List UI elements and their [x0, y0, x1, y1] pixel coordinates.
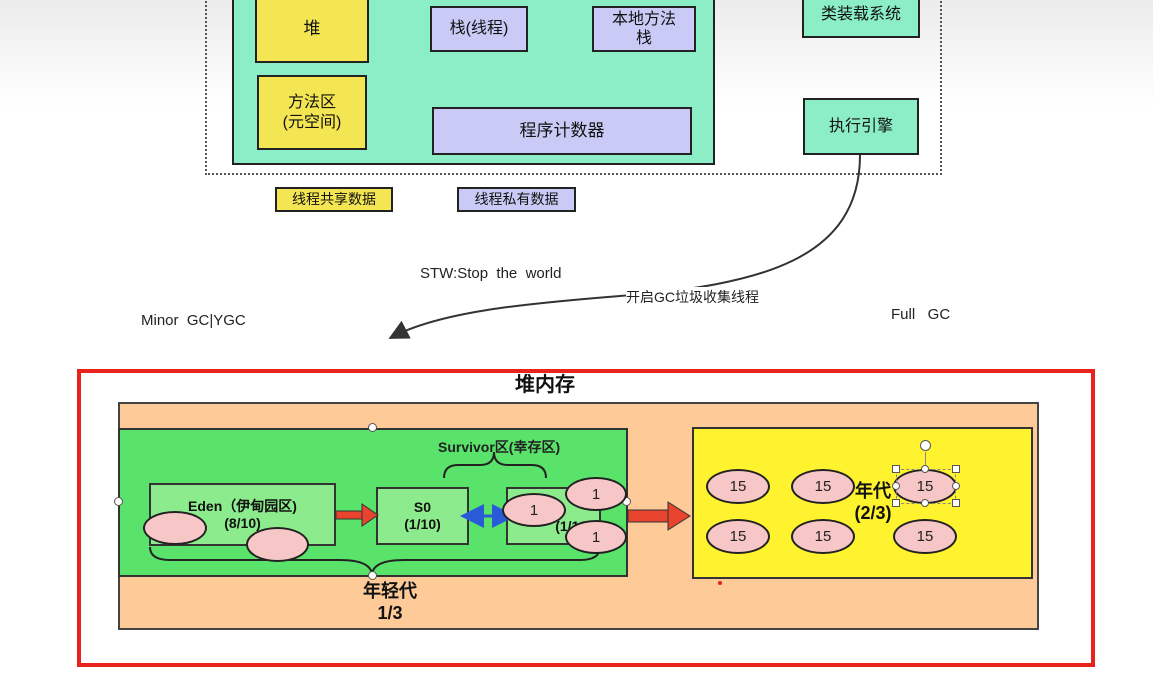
old-object-ellipse[interactable]: 15: [791, 469, 855, 504]
old-object-ellipse[interactable]: 15: [706, 519, 770, 554]
survivor-object-ellipse[interactable]: 1: [565, 477, 627, 511]
old-gen-area: [692, 427, 1033, 579]
ellipse-age-label: 15: [814, 528, 832, 545]
survivor-object-ellipse[interactable]: 1: [502, 493, 566, 527]
class-loader-label: 类装载系统: [820, 6, 901, 24]
method-area-label: 方法区 (元空间): [282, 94, 342, 131]
resize-handle-s[interactable]: [921, 499, 929, 507]
ellipse-age-label: 15: [729, 478, 747, 495]
s0-box: S0 (1/10): [376, 487, 469, 545]
eden-object-ellipse[interactable]: [246, 527, 309, 562]
heap-title: 堆内存: [515, 374, 575, 396]
resize-handle-e[interactable]: [952, 482, 960, 490]
resize-handle-n[interactable]: [921, 465, 929, 473]
native-stack-box: 本地方法 栈: [592, 6, 696, 52]
minor-gc-label: Minor GC|YGC: [141, 312, 246, 329]
ellipse-age-label: 1: [529, 501, 539, 519]
resize-handle-nw[interactable]: [892, 465, 900, 473]
pc-register-box: 程序计数器: [432, 107, 692, 155]
stack-box: 栈(线程): [430, 6, 528, 52]
selection-dot-top[interactable]: [368, 423, 377, 432]
young-gen-label: 年轻代 1/3: [340, 580, 440, 626]
ellipse-age-label: 15: [729, 528, 747, 545]
heap-box: 堆: [255, 0, 369, 63]
stw-label: STW:Stop the world: [420, 265, 562, 282]
rotate-handle-line: [925, 452, 926, 469]
selection-dot-bottom[interactable]: [368, 571, 377, 580]
young-gen-label-text: 年轻代 1/3: [363, 581, 417, 623]
full-gc-label: Full GC: [891, 306, 951, 323]
survivor-object-ellipse[interactable]: 1: [565, 520, 627, 554]
resize-handle-se[interactable]: [952, 499, 960, 507]
red-dot-marker: [718, 581, 722, 585]
class-loader-box: 类装载系统: [802, 0, 920, 38]
old-gen-label-text: 年代 (2/3): [854, 481, 892, 523]
resize-handle-w[interactable]: [892, 482, 900, 490]
exec-engine-label: 执行引擎: [828, 117, 893, 135]
gc-thread-label: 开启GC垃圾收集线程: [626, 287, 759, 307]
heap-red-highlight: [77, 369, 1095, 667]
jvm-runtime-dotted-frame: [205, 0, 942, 175]
old-gen-label: 年代 (2/3): [830, 480, 900, 526]
legend-shared-label: 线程共享数据: [292, 191, 376, 208]
legend-shared: 线程共享数据: [275, 187, 393, 212]
ellipse-age-label: 1: [591, 485, 601, 503]
legend-private: 线程私有数据: [457, 187, 576, 212]
selection-dot-left[interactable]: [114, 497, 123, 506]
legend-private-label: 线程私有数据: [474, 191, 559, 208]
eden-object-ellipse[interactable]: [143, 511, 207, 545]
survivor-label: Survivor区(幸存区): [438, 439, 561, 455]
resize-handle-sw[interactable]: [892, 499, 900, 507]
old-object-ellipse[interactable]: 15: [791, 519, 855, 554]
native-stack-label: 本地方法 栈: [611, 10, 676, 47]
heap-label: 堆: [303, 18, 321, 38]
eden-label: Eden（伊甸园区) (8/10): [188, 497, 297, 531]
exec-engine-box: 执行引擎: [803, 98, 919, 155]
rotate-handle[interactable]: [920, 440, 931, 451]
ellipse-age-label: 15: [814, 478, 832, 495]
old-object-ellipse[interactable]: 15: [893, 519, 957, 554]
ellipse-age-label: 1: [591, 528, 601, 546]
s0-label: S0 (1/10): [404, 499, 441, 532]
resize-handle-ne[interactable]: [952, 465, 960, 473]
old-object-ellipse[interactable]: 15: [706, 469, 770, 504]
method-area-box: 方法区 (元空间): [257, 75, 367, 150]
ellipse-age-label: 15: [916, 528, 934, 545]
stack-label: 栈(线程): [449, 20, 509, 38]
ellipse-age-label: 15: [916, 478, 934, 495]
pc-register-label: 程序计数器: [519, 120, 605, 140]
